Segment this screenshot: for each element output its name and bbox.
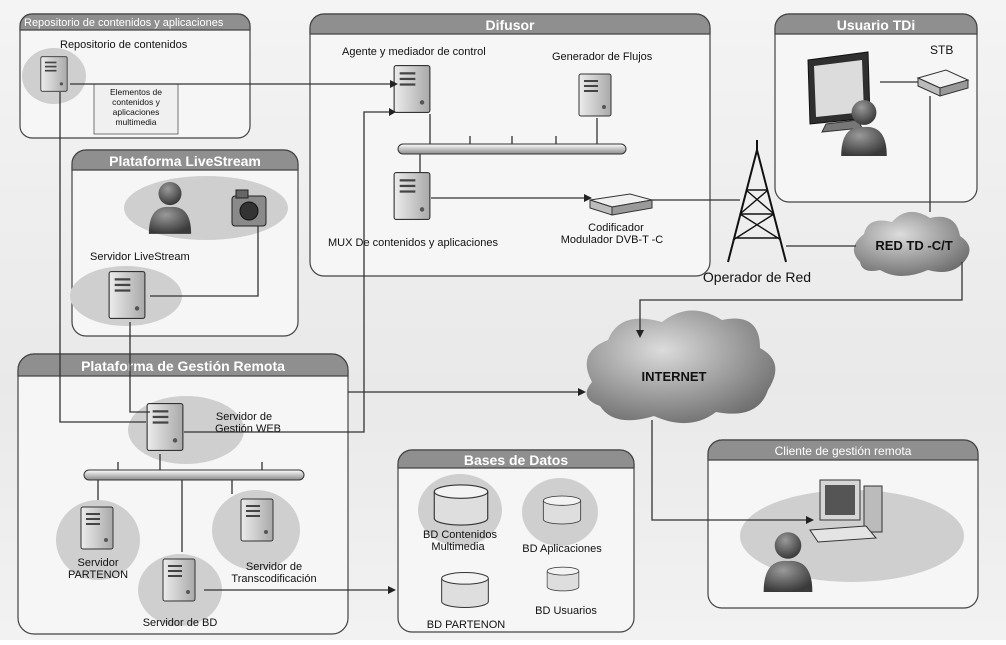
red-label: RED TD -C/T	[875, 238, 952, 253]
server-icon	[40, 56, 68, 92]
livestream-panel: Plataforma LiveStream Servidor LiveStrea…	[70, 149, 299, 337]
partenon-label-1: Servidor	[78, 557, 119, 569]
db-partenon-label: BD PARTENON	[427, 619, 505, 631]
difusor-panel: Difusor Agente y mediador de control Gen…	[309, 13, 711, 277]
stb-icon	[916, 69, 970, 97]
internet-cloud-icon	[586, 310, 776, 424]
repo-panel: Repositorio de contenidos y aplicaciones…	[19, 13, 251, 139]
bd-server-label: Servidor de BD	[143, 617, 218, 629]
repo-elements-line3: aplicaciones	[113, 107, 160, 117]
livestream-server-label: Servidor LiveStream	[90, 251, 190, 263]
transcod-server-icon	[240, 498, 274, 542]
difusor-bus	[397, 143, 627, 155]
bases-title: Bases de Datos	[464, 452, 568, 468]
cliente-title: Cliente de gestión remota	[775, 444, 912, 458]
mux-server-icon	[393, 171, 431, 221]
difusor-mux-label: MUX De contenidos y aplicaciones	[328, 237, 498, 249]
gestion-title: Plataforma de Gestión Remota	[81, 358, 285, 374]
web-server-icon	[146, 402, 184, 452]
transcod-label-1: Servidor de	[246, 561, 302, 573]
bd-server-icon	[162, 558, 196, 602]
repo-elements-line4: multimedia	[115, 117, 156, 127]
internet-label: INTERNET	[642, 369, 707, 384]
database-icon	[542, 495, 582, 525]
difusor-title: Difusor	[486, 17, 536, 33]
db-aplicaciones-label: BD Aplicaciones	[522, 543, 602, 555]
difusor-generator-label: Generador de Flujos	[552, 51, 653, 63]
usuario-panel: Usuario TDi STB	[774, 13, 978, 203]
agent-server-icon	[393, 64, 431, 114]
usuario-title: Usuario TDi	[837, 17, 916, 33]
transcod-label-2: Transcodificación	[231, 573, 316, 585]
gestion-bus	[83, 469, 305, 481]
camera-icon	[231, 189, 267, 227]
difusor-agent-label: Agente y mediador de control	[342, 46, 486, 58]
livestream-title: Plataforma LiveStream	[109, 153, 261, 169]
operador-label: Operador de Red	[703, 269, 811, 285]
connectors	[59, 80, 963, 594]
encoder-label-1: Codificador	[588, 222, 644, 234]
server-icon	[108, 270, 146, 320]
encoder-icon	[589, 193, 653, 216]
repo-server-label: Repositorio de contenidos	[60, 39, 188, 51]
database-icon	[441, 571, 489, 609]
web-server-label-2: Gestión WEB	[215, 423, 281, 435]
stb-label: STB	[930, 43, 953, 57]
partenon-server-icon	[80, 506, 114, 550]
bases-panel: Bases de Datos BD Contenidos Multimedia …	[397, 449, 635, 633]
db-contenidos-label-1: BD Contenidos	[423, 529, 497, 541]
red-cloud-icon	[853, 211, 970, 276]
desktop-icon	[809, 479, 883, 543]
database-icon	[433, 484, 489, 526]
web-server-label-1: Servidor de	[216, 411, 272, 423]
generator-server-icon	[578, 73, 612, 117]
encoder-label-2: Modulador DVB-T -C	[561, 234, 664, 246]
repo-elements-line2: contenidos y	[112, 97, 160, 107]
db-contenidos-label-2: Multimedia	[431, 541, 485, 553]
gestion-panel: Plataforma de Gestión Remota Servidor de…	[17, 353, 349, 635]
partenon-label-2: PARTENON	[68, 569, 128, 581]
database-icon	[546, 566, 580, 592]
repo-title: Repositorio de contenidos y aplicaciones	[24, 17, 224, 29]
cliente-panel: Cliente de gestión remota	[707, 439, 979, 609]
repo-elements-line1: Elementos de	[110, 87, 162, 97]
tower-icon	[727, 140, 787, 263]
db-usuarios-label: BD Usuarios	[535, 605, 597, 617]
